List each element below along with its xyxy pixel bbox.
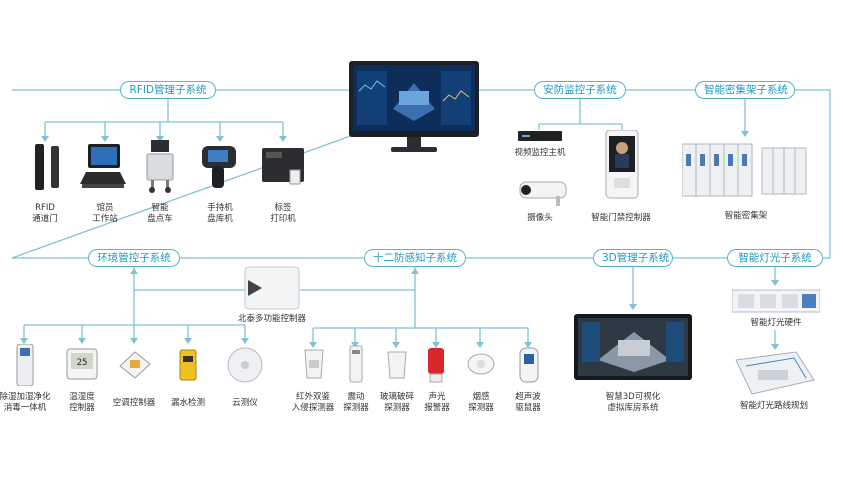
- protect-device-label: 玻璃破碎探测器: [379, 392, 414, 413]
- handheld-reader-icon: [198, 144, 240, 190]
- protect-device-label: 烟感探测器: [468, 392, 494, 413]
- env-device-label: 空调控制器: [112, 398, 156, 408]
- compact-shelf-icon: [681, 138, 808, 198]
- env-subsystem-label: 环境管控子系统: [88, 249, 180, 267]
- env-device-label: 温湿度控制器: [69, 392, 95, 413]
- ultrasonic-repeller-icon: [518, 346, 540, 384]
- video-host-icon: [517, 128, 563, 142]
- rfid-device-label: 馆员工作站: [92, 203, 118, 224]
- env-device-label: 除湿加湿净化消毒一体机: [0, 392, 51, 413]
- vibration-detector-icon: [348, 344, 364, 384]
- controller-label: 北泰多功能控制器: [237, 314, 306, 324]
- door-controller-icon: [604, 129, 640, 200]
- ac-controller-icon: [118, 350, 152, 380]
- protect-subsystem-label: 十二防感知子系统: [364, 249, 466, 267]
- light-route-plan-icon: [734, 350, 816, 396]
- camera-icon: [512, 178, 570, 208]
- inventory-cart-icon: [143, 140, 177, 194]
- rfid-device-label: 标签打印机: [270, 203, 296, 224]
- light-route-label: 智能灯光路线规划: [739, 401, 808, 411]
- light-hardware-icon: [731, 286, 821, 314]
- env-device-label: 漏水检测: [170, 398, 205, 408]
- door-controller-label: 智能门禁控制器: [591, 213, 651, 223]
- rfid-device-label: 智能盘点车: [147, 203, 173, 224]
- camera-label: 摄像头: [527, 213, 553, 223]
- workstation-icon: [78, 144, 128, 190]
- dehumidifier-icon: [16, 343, 34, 387]
- leak-detector-icon: [178, 348, 198, 382]
- shelf-subsystem-label: 智能密集架子系统: [695, 81, 795, 99]
- siren-alarm-icon: [426, 346, 446, 384]
- label-printer-icon: [260, 146, 306, 188]
- glass-break-detector-icon: [386, 350, 408, 380]
- threed-subsystem-label: 3D管理子系统: [593, 249, 673, 267]
- video-host-label: 视频监控主机: [514, 148, 566, 158]
- protect-device-label: 红外双鉴入侵探测器: [291, 392, 335, 413]
- protect-device-label: 震动探测器: [343, 392, 369, 413]
- rfid-gate-icon: [33, 142, 63, 192]
- protect-device-label: 声光报警器: [424, 392, 450, 413]
- cloud-meter-icon: [226, 346, 264, 384]
- shelf-label: 智能密集架: [724, 211, 768, 221]
- security-subsystem-label: 安防监控子系统: [534, 81, 626, 99]
- light-subsystem-label: 智能灯光子系统: [727, 249, 823, 267]
- rfid-device-label: 手持机盘库机: [207, 203, 233, 224]
- threed-label: 智慧3D可视化虚拟库房系统: [605, 392, 661, 413]
- central-monitor-icon: [349, 61, 479, 153]
- smoke-detector-icon: [467, 352, 495, 378]
- protect-device-label: 超声波驱鼠器: [515, 392, 541, 413]
- env-device-label: 云测仪: [232, 398, 258, 408]
- multifunction-controller-icon: [244, 266, 300, 310]
- svg-text:25: 25: [77, 358, 88, 368]
- virtual-warehouse-screen-icon: [574, 314, 692, 380]
- light-hardware-label: 智能灯光硬件: [750, 318, 802, 328]
- infrared-detector-icon: [303, 348, 325, 382]
- thermo-hygrometer-icon: 25: [66, 348, 98, 380]
- rfid-subsystem-label: RFID管理子系统: [120, 81, 216, 99]
